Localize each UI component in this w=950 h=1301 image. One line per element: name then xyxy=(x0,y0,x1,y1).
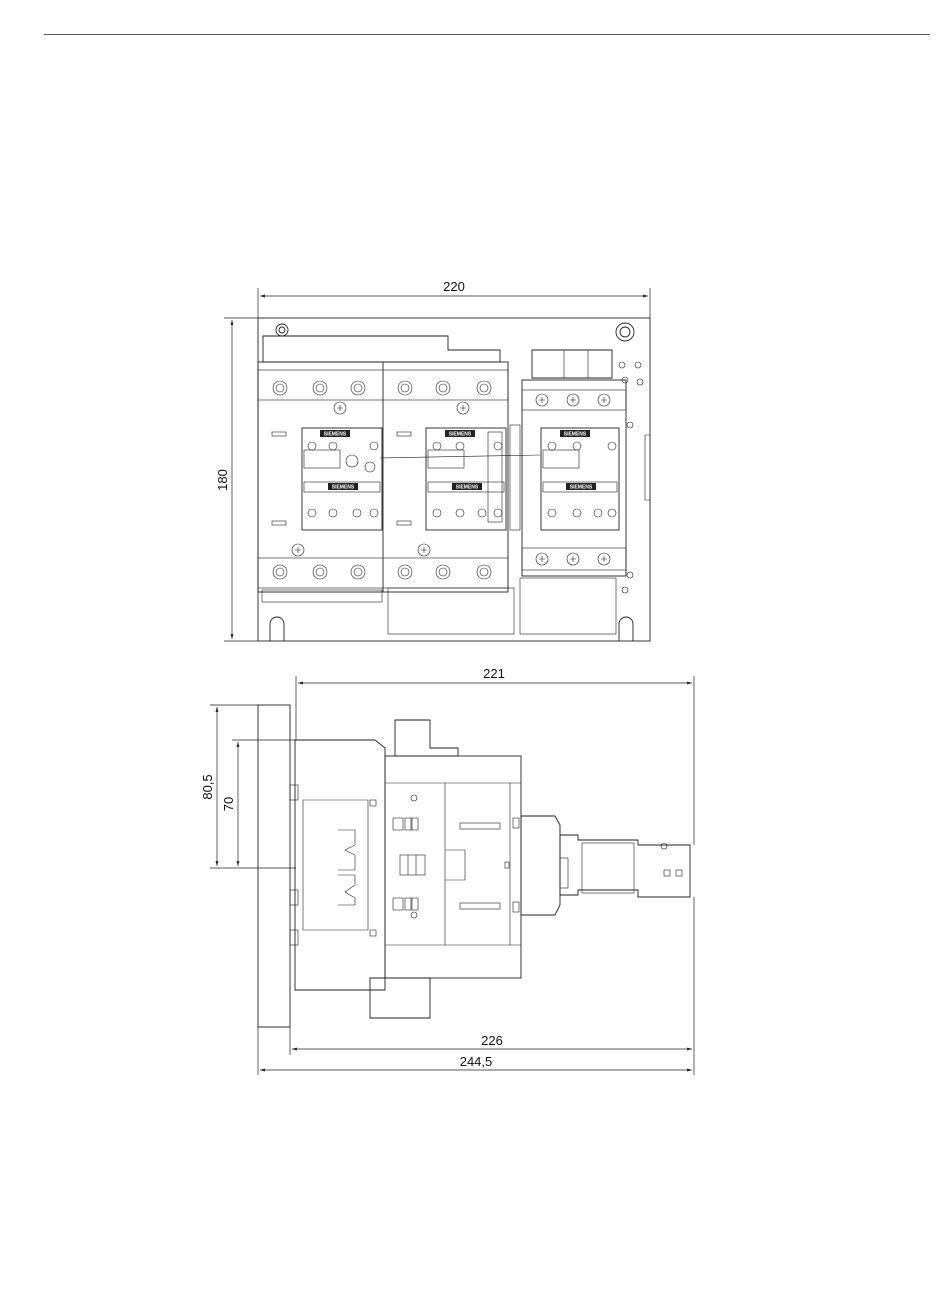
top-width-label: 221 xyxy=(483,666,505,681)
mounting-hole xyxy=(616,323,634,341)
brand-logo: SIEMENS xyxy=(449,432,472,438)
side-bottom-width-dimensions: 226 244,5 xyxy=(258,897,694,1075)
auxiliary-module-1: SIEMENS SIEMENS xyxy=(302,428,382,530)
brand-logo: SIEMENS xyxy=(332,485,355,491)
front-width-dimension: 220 xyxy=(258,279,650,318)
brand-logo: SIEMENS xyxy=(324,432,347,438)
auxiliary-module-2: SIEMENS SIEMENS xyxy=(426,428,506,530)
height-label: 180 xyxy=(215,469,230,491)
brand-logo: SIEMENS xyxy=(564,432,587,438)
side-height-outer-dimension: 80,5 xyxy=(200,705,296,868)
single-contactor: SIEMENS SIEMENS xyxy=(522,350,626,576)
brand-logo: SIEMENS xyxy=(456,485,479,491)
width-label: 220 xyxy=(443,279,465,294)
front-view: SIEMENS SIEMENS SIEMENS SIEMENS xyxy=(258,318,650,641)
mounting-plate xyxy=(258,318,650,641)
bottom-width-outer-label: 244,5 xyxy=(460,1054,493,1069)
side-view xyxy=(258,705,690,1027)
side-top-width-dimension: 221 xyxy=(296,666,694,845)
height-inner-label: 70 xyxy=(221,797,236,811)
front-height-dimension: 180 xyxy=(215,318,258,641)
bottom-width-inner-label: 226 xyxy=(481,1033,503,1048)
height-outer-label: 80,5 xyxy=(200,774,215,799)
plate-edge xyxy=(258,705,290,1027)
brand-logo: SIEMENS xyxy=(570,485,593,491)
